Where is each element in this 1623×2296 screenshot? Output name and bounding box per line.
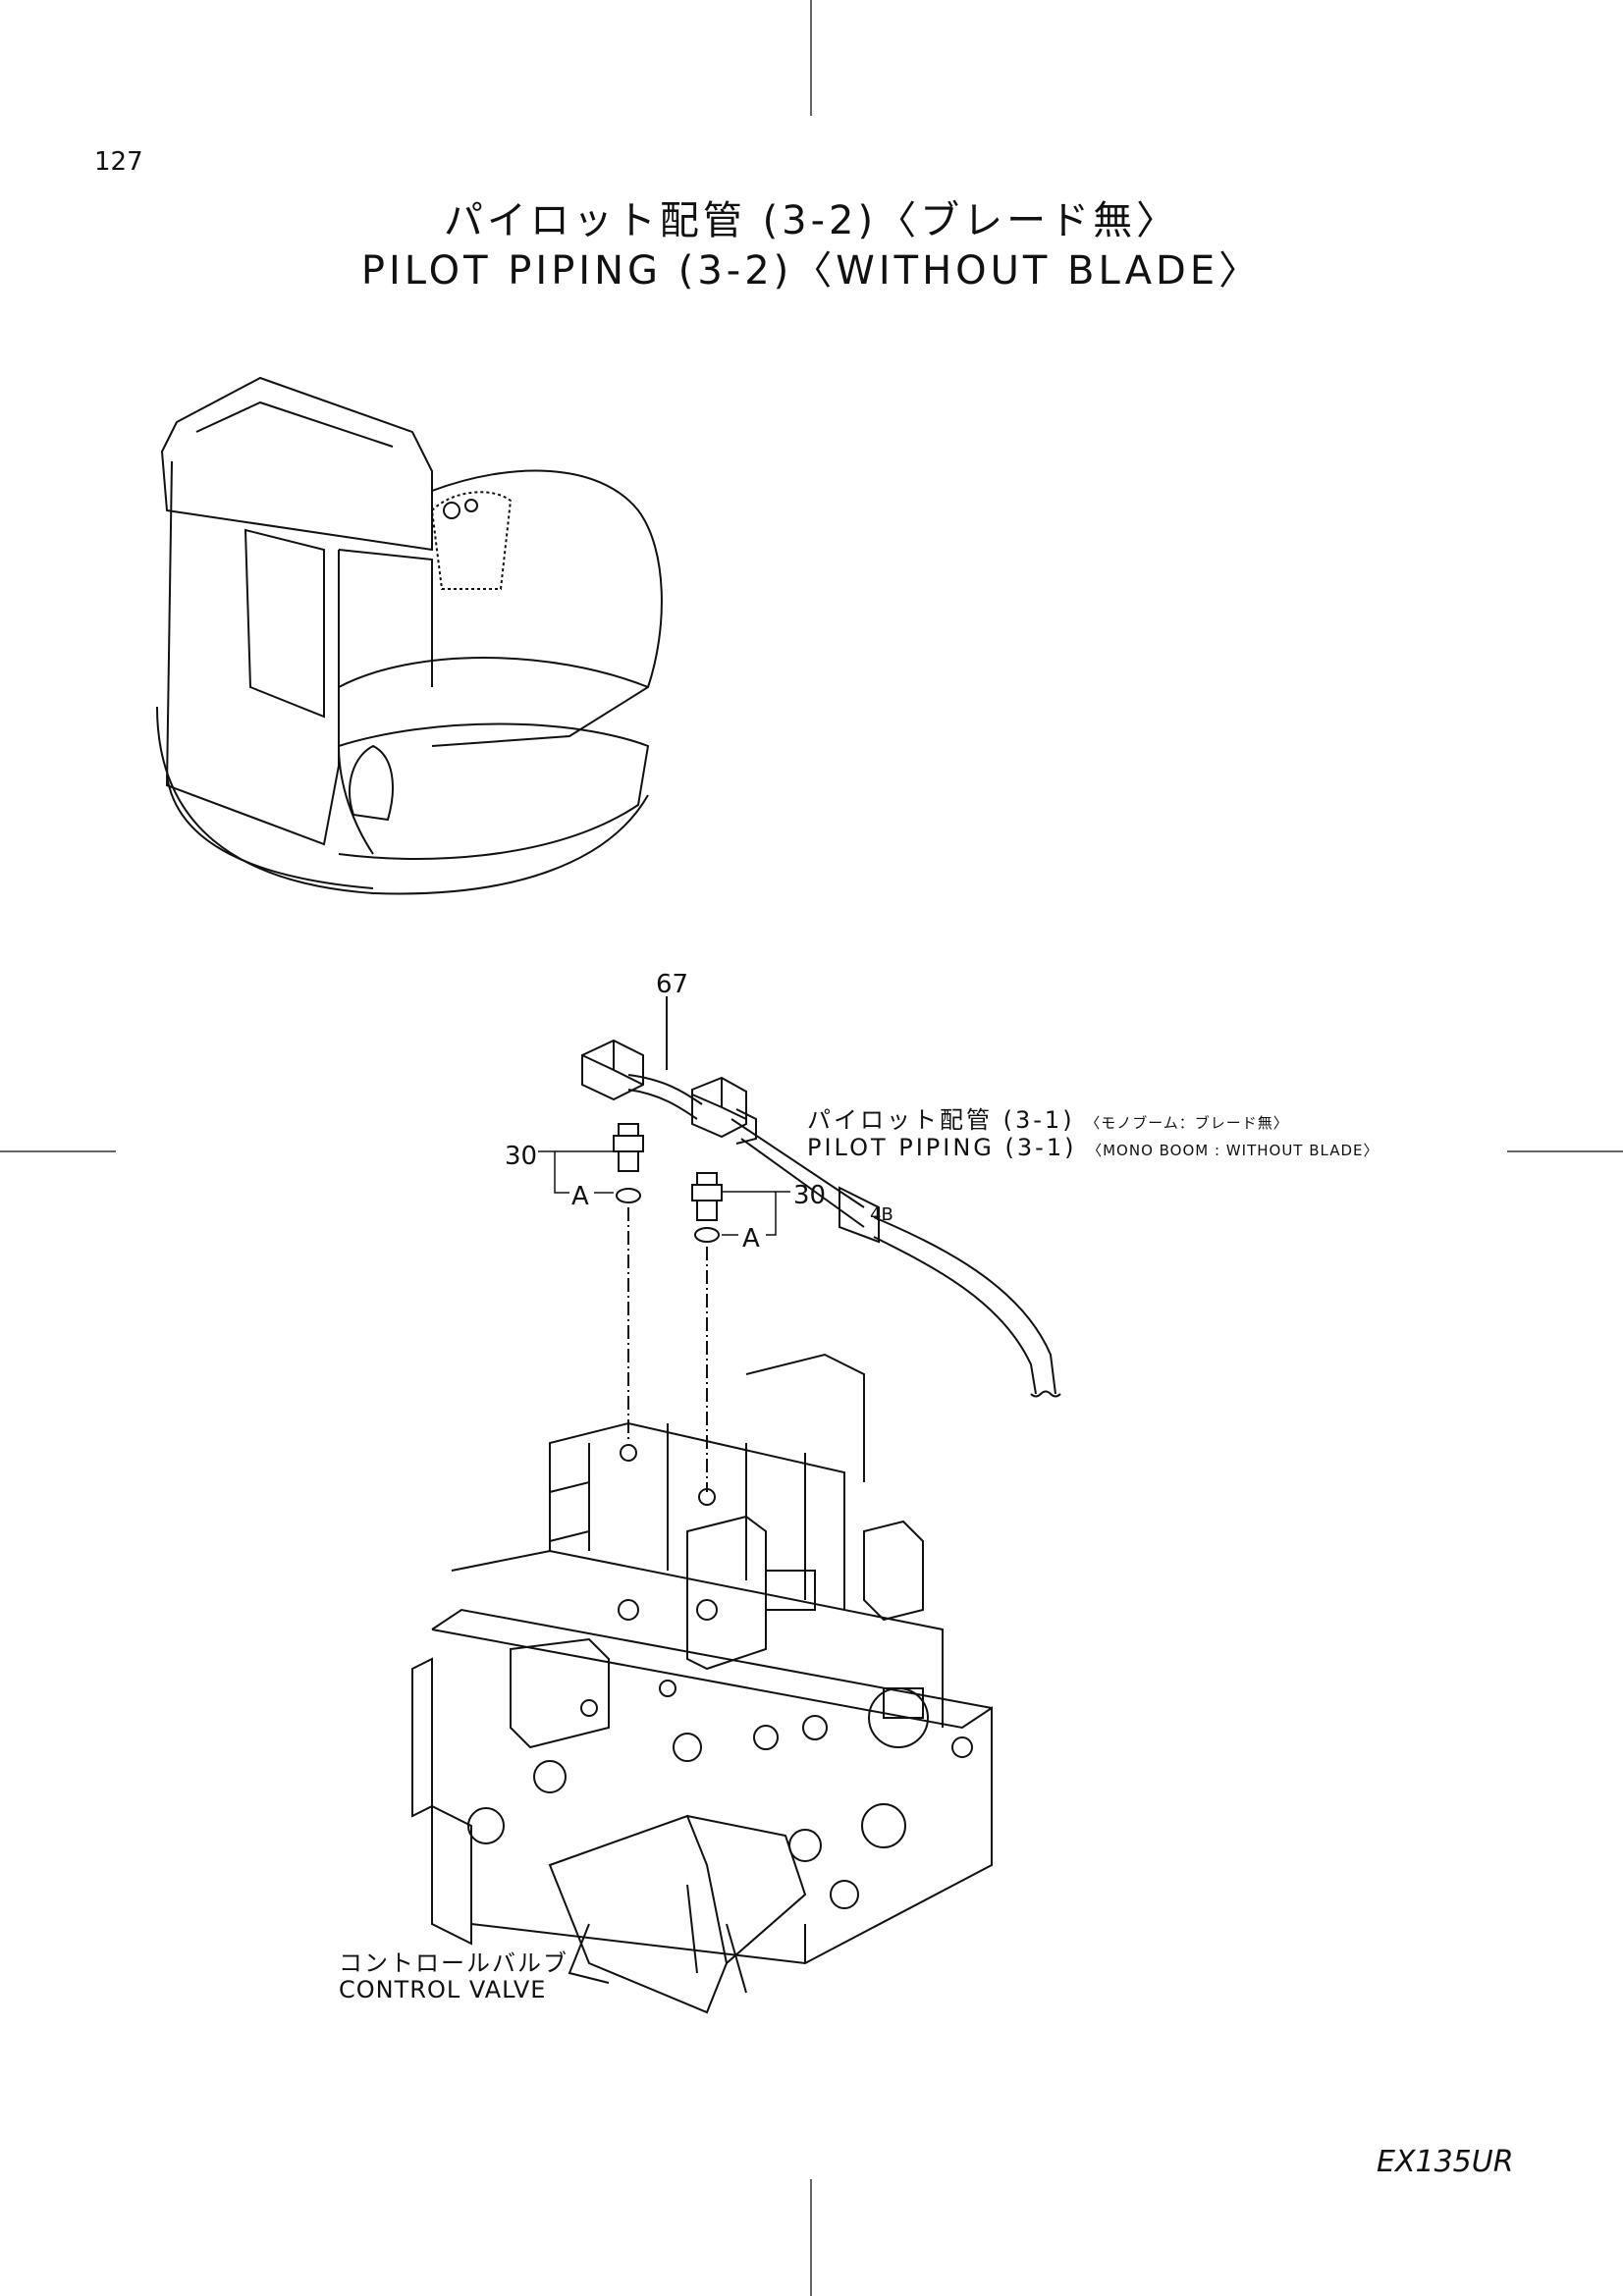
callout-adapter-left: 30 (505, 1142, 538, 1171)
reference-sub-jp: 〈モノブーム：ブレード無〉 (1085, 1114, 1289, 1132)
adapter-right (691, 1172, 723, 1492)
control-valve-label-jp: コントロールバルブ (339, 1949, 568, 1977)
callout-hose: 67 (656, 970, 689, 999)
page-title-en: PILOT PIPING (3-2)〈WITHOUT BLADE〉 (360, 248, 1263, 294)
pilot-hose (581, 996, 1061, 1398)
reference-label-en: PILOT PIPING (3-1) 〈MONO BOOM : WITHOUT … (807, 1134, 1380, 1161)
leader-lines (538, 1150, 790, 1236)
reference-main-en: PILOT PIPING (3-1) (807, 1134, 1077, 1161)
reference-label-jp: パイロット配管 (3-1) 〈モノブーム：ブレード無〉 (807, 1100, 1289, 1135)
callout-oring-right: A (742, 1224, 760, 1254)
reference-main-jp: パイロット配管 (3-1) (807, 1106, 1075, 1134)
model-number: EX135UR (1377, 2145, 1514, 2179)
reference-sub-en: 〈MONO BOOM : WITHOUT BLADE〉 (1087, 1142, 1380, 1159)
callout-adapter-right: 30 (793, 1181, 827, 1210)
excavator-illustration (156, 376, 663, 895)
control-valve-illustration (411, 1353, 993, 2014)
callout-port: 4B (870, 1204, 893, 1225)
control-valve-label-en: CONTROL VALVE (339, 1976, 547, 2003)
adapter-left (613, 1123, 644, 1443)
page-title-jp: パイロット配管 (3-2)〈ブレード無〉 (443, 198, 1180, 243)
page-number: 127 (94, 147, 143, 177)
callout-oring-left: A (571, 1182, 589, 1211)
